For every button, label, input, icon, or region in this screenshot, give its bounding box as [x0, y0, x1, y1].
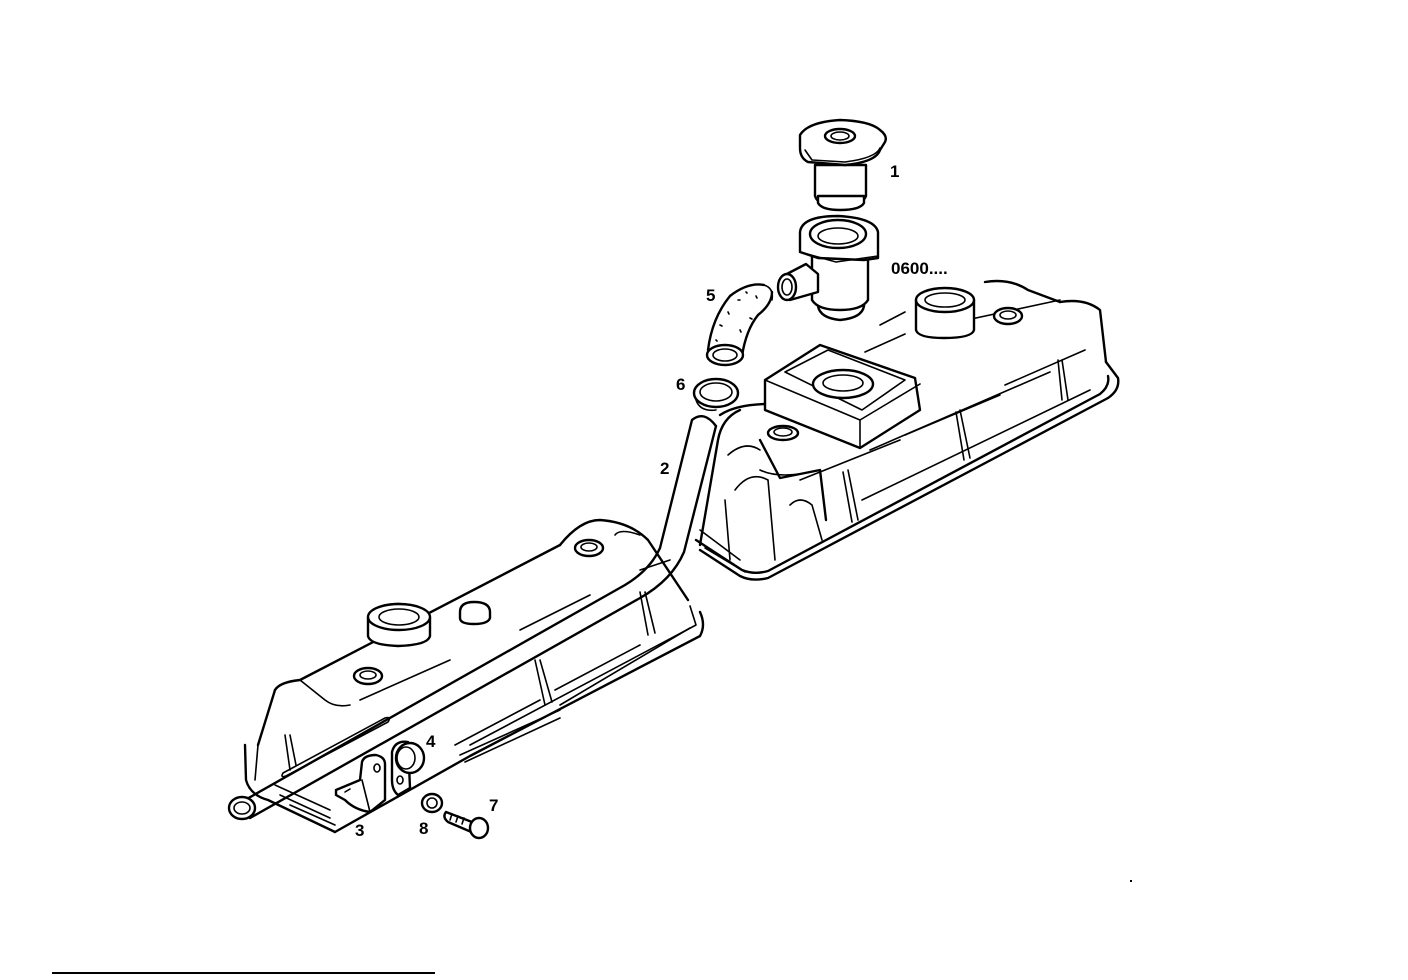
hose-clamp: [692, 377, 740, 412]
filler-neck: [776, 214, 880, 322]
callout-3: 3: [355, 821, 365, 840]
stray-mark: [1130, 880, 1132, 882]
callout-0600: 0600....: [891, 259, 948, 278]
valve-cover-right: [694, 279, 1120, 581]
callout-8: 8: [419, 819, 429, 838]
breather-pipe: [227, 414, 718, 821]
callout-4: 4: [426, 732, 436, 751]
hose: [705, 283, 774, 367]
footer-rule: [52, 972, 435, 974]
bracket: [334, 753, 387, 814]
callout-5: 5: [706, 286, 716, 305]
callout-2: 2: [660, 459, 670, 478]
callout-1: 1: [890, 162, 900, 181]
valve-cover-left: [243, 518, 705, 834]
filler-cap: [798, 118, 888, 212]
pipe-clip: [390, 740, 426, 797]
callout-6: 6: [676, 375, 686, 394]
bolt: [443, 810, 490, 840]
washer: [420, 792, 444, 814]
callout-7: 7: [489, 796, 499, 815]
